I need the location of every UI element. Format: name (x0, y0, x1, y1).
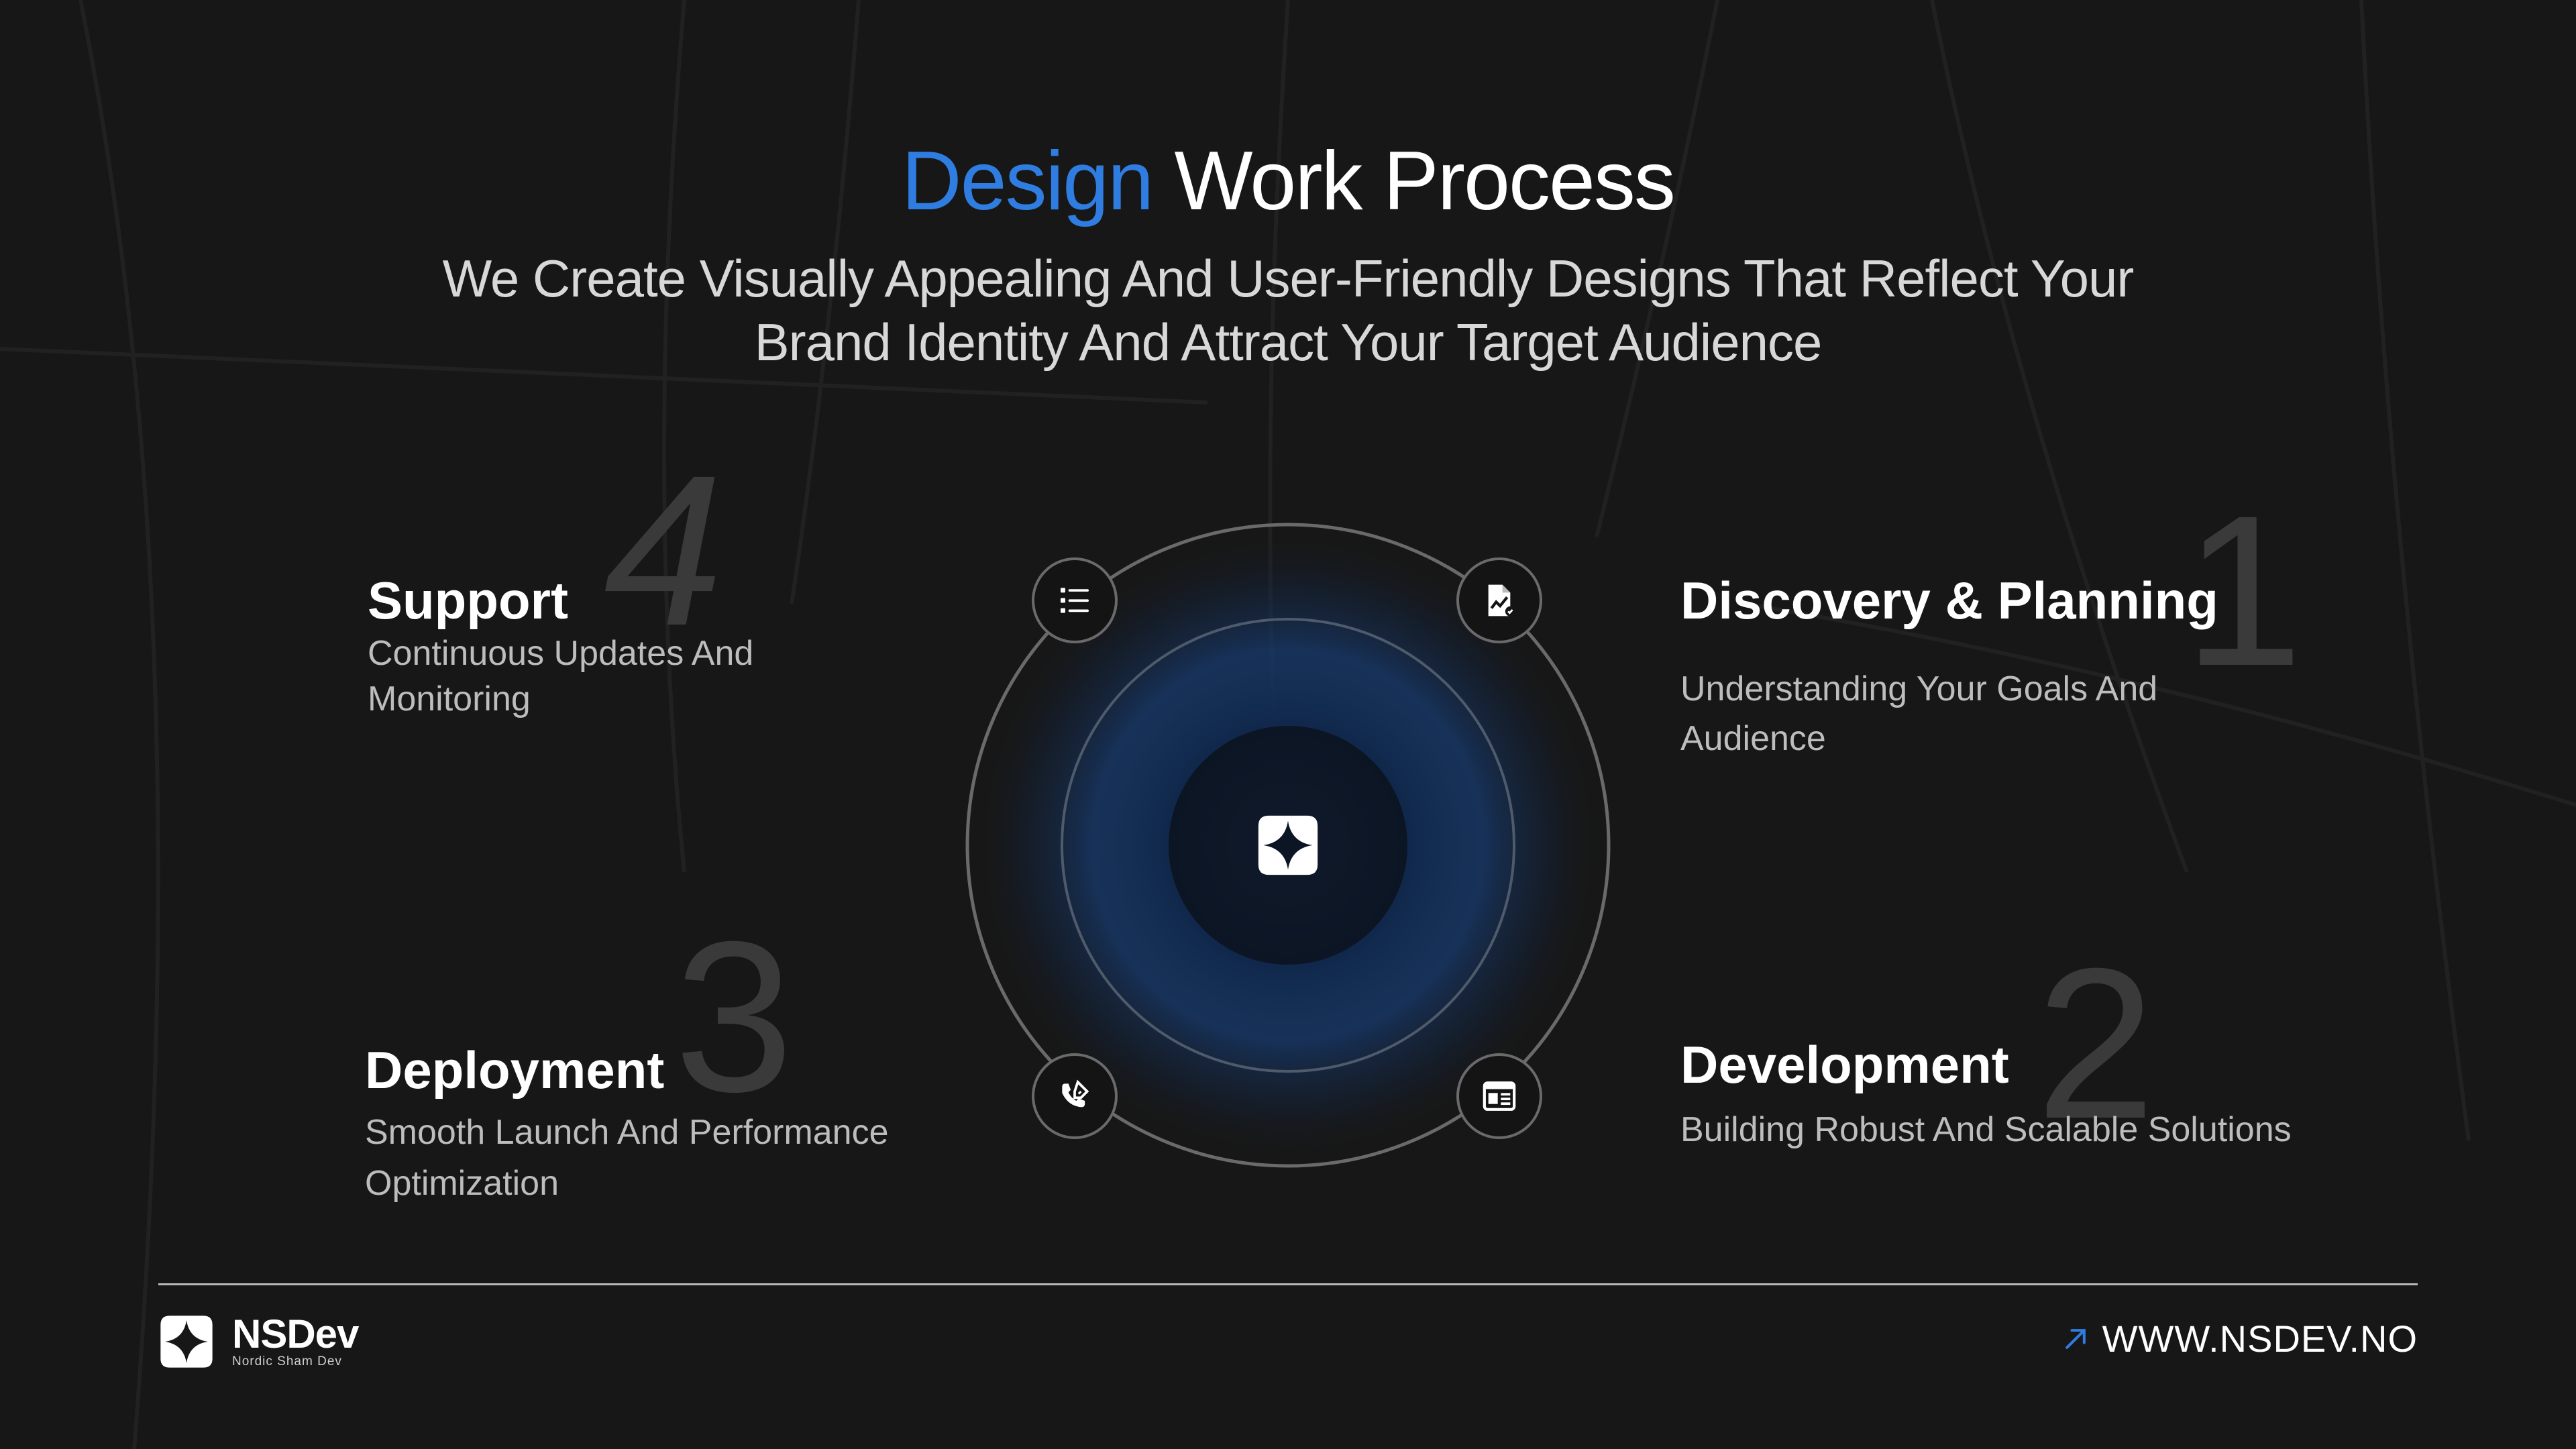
step-1-title: Discovery & Planning (1680, 571, 2218, 630)
step-4-desc-line-2: Monitoring (368, 680, 531, 718)
arrow-up-right-icon (2065, 1328, 2086, 1349)
page-title: Design Work Process (0, 127, 2576, 235)
step-2-desc-line-1: Building Robust And Scalable Solutions (1680, 1110, 2292, 1149)
title-accent: Design (902, 135, 1154, 227)
middle-ring (1061, 618, 1515, 1073)
browser-window-icon (1483, 1081, 1516, 1111)
process-diagram (939, 496, 1637, 1194)
page-subtitle: We Create Visually Appealing And User-Fr… (376, 247, 2200, 374)
step-2-title: Development (1680, 1035, 2009, 1094)
brand-name: NSDev (232, 1311, 359, 1356)
step-2-description: Building Robust And Scalable Solutions (1680, 1107, 2351, 1152)
step-1-description: Understanding Your Goals And Audience (1680, 664, 2284, 763)
step-3-desc-line-2: Optimization (365, 1164, 559, 1203)
step-1-number: 1 (2184, 470, 2303, 710)
nsdev-logo-icon (1258, 815, 1318, 875)
brand-tagline: Nordic Sham Dev (232, 1354, 342, 1368)
step-2-node[interactable] (1456, 1053, 1542, 1139)
step-4-number: 4 (604, 430, 723, 670)
step-4-title: Support (368, 571, 568, 630)
subtitle-line-2: Brand Identity And Attract Your Target A… (754, 313, 1823, 372)
footer-divider (158, 1283, 2418, 1285)
step-3-description: Smooth Launch And Performance Optimizati… (365, 1107, 969, 1209)
nsdev-logo-icon (160, 1316, 213, 1368)
website-url: WWW.NSDEV.NO (2102, 1318, 2418, 1360)
list-icon (1061, 588, 1089, 613)
step-3-node[interactable] (1032, 1053, 1118, 1139)
brand-text: NSDev Nordic Sham Dev (232, 1311, 359, 1369)
outer-ring (965, 523, 1611, 1168)
step-3-number: 3 (674, 896, 794, 1136)
footer-brand[interactable]: NSDev Nordic Sham Dev (158, 1311, 359, 1372)
step-1-desc-line-2: Audience (1680, 719, 1826, 758)
step-1-desc-line-1: Understanding Your Goals And (1680, 669, 2158, 708)
step-3-desc-line-1: Smooth Launch And Performance (365, 1113, 889, 1152)
website-link[interactable]: WWW.NSDEV.NO (2061, 1317, 2418, 1360)
title-rest: Work Process (1174, 135, 1676, 227)
step-4-description: Continuous Updates And Monitoring (368, 631, 837, 722)
step-1-node[interactable] (1456, 557, 1542, 643)
step-4-desc-line-1: Continuous Updates And (368, 634, 754, 673)
phone-edit-icon (1062, 1079, 1089, 1108)
step-3-title: Deployment (365, 1040, 665, 1099)
step-2-number: 2 (2036, 923, 2155, 1163)
subtitle-line-1: We Create Visually Appealing And User-Fr… (442, 249, 2135, 308)
step-4-node[interactable] (1032, 557, 1118, 643)
document-chart-icon (1488, 584, 1515, 616)
